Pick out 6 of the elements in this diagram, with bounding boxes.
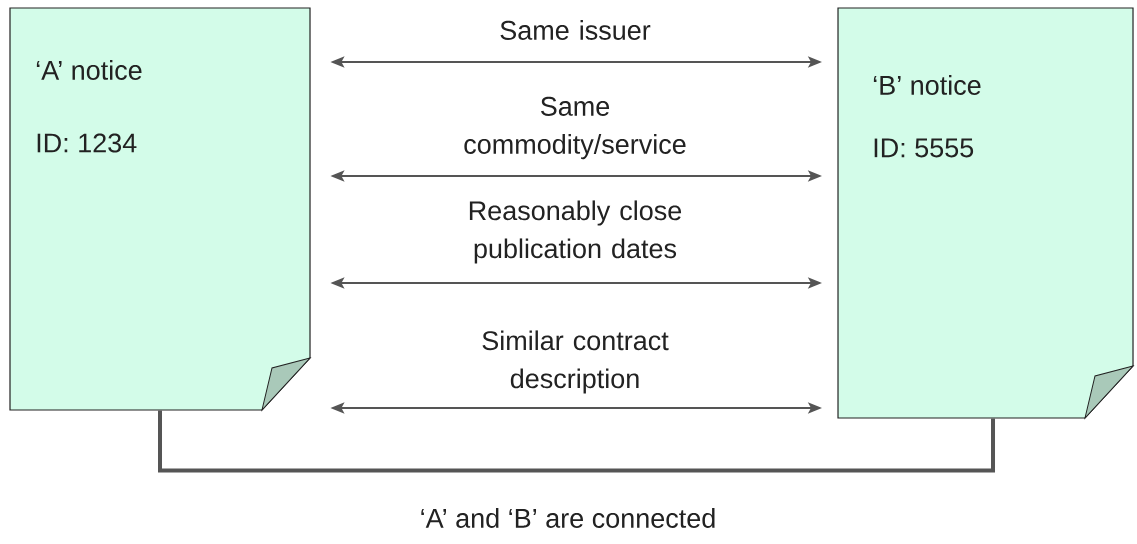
edge-label: Similar contract description <box>482 330 669 394</box>
connector-line <box>158 410 995 473</box>
caption: ‘A’ and ‘B’ are connected <box>421 508 715 528</box>
edge-label: Reasonably close publication dates <box>469 200 682 264</box>
edge-label: Same issuer <box>500 20 651 40</box>
edge-label: Same commodity/service <box>464 96 686 160</box>
